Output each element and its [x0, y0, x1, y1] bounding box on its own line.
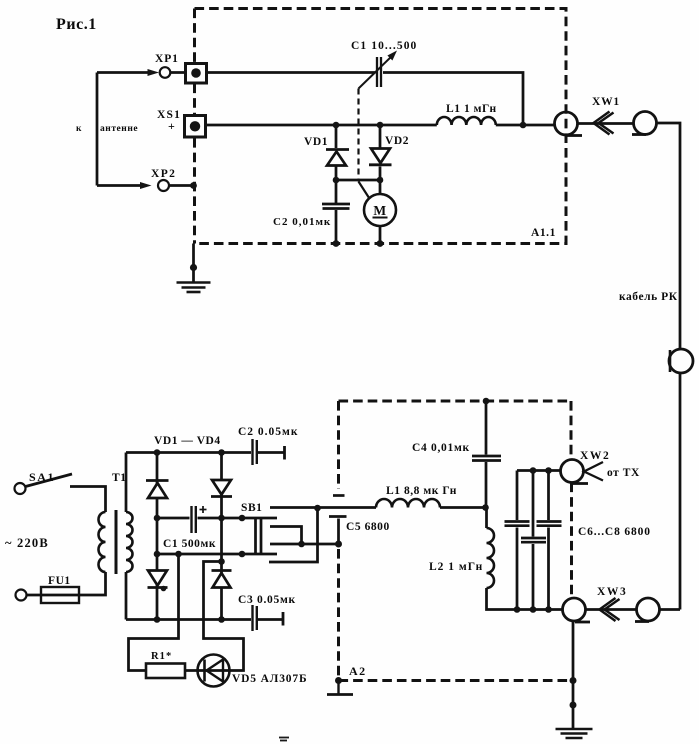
svg-text:C5 6800: C5 6800 [346, 521, 390, 533]
svg-text:C2 0,01мк: C2 0,01мк [273, 216, 331, 228]
svg-text:C2 0.05мк: C2 0.05мк [238, 426, 299, 438]
svg-text:L2 1 мГн: L2 1 мГн [429, 561, 483, 573]
svg-text:XP1: XP1 [155, 53, 179, 65]
svg-text:FU1: FU1 [48, 575, 71, 587]
svg-text:R1*: R1* [151, 651, 172, 662]
svg-text:Рис.1: Рис.1 [56, 16, 97, 33]
svg-text:C4 0,01мк: C4 0,01мк [412, 442, 470, 454]
svg-text:C6...C8 6800: C6...C8 6800 [578, 526, 651, 538]
svg-text:антенне: антенне [100, 124, 138, 134]
svg-text:+: + [168, 119, 175, 133]
svg-text:SA1: SA1 [29, 470, 55, 484]
svg-text:к: к [76, 124, 82, 134]
svg-text:VD5 АЛ307Б: VD5 АЛ307Б [232, 673, 307, 685]
svg-text:C1 10...500: C1 10...500 [351, 40, 417, 52]
svg-text:C3 0.05мк: C3 0.05мк [238, 594, 296, 606]
svg-text:XP2: XP2 [151, 168, 176, 180]
svg-text:VD2: VD2 [385, 135, 409, 147]
svg-text:L1 8,8 мк Гн: L1 8,8 мк Гн [386, 485, 457, 497]
svg-text:XW3: XW3 [597, 586, 627, 598]
svg-text:VD1 — VD4: VD1 — VD4 [154, 435, 221, 447]
svg-text:XS1: XS1 [157, 109, 181, 121]
svg-text:~ 220В: ~ 220В [5, 536, 49, 550]
svg-text:М: М [373, 203, 386, 218]
svg-text:A2: A2 [349, 664, 367, 678]
svg-text:SB1: SB1 [241, 502, 262, 514]
svg-text:XW2: XW2 [580, 450, 610, 462]
svg-text:кабель РК: кабель РК [619, 291, 678, 303]
svg-text:L1 1 мГн: L1 1 мГн [446, 103, 497, 115]
svg-text:VD1: VD1 [304, 136, 328, 148]
svg-text:от ТХ: от ТХ [607, 467, 640, 479]
svg-text:A1.1: A1.1 [531, 227, 556, 239]
svg-text:C1 500мк: C1 500мк [163, 538, 216, 550]
svg-text:XW1: XW1 [592, 96, 620, 108]
svg-text:T1: T1 [112, 472, 127, 484]
